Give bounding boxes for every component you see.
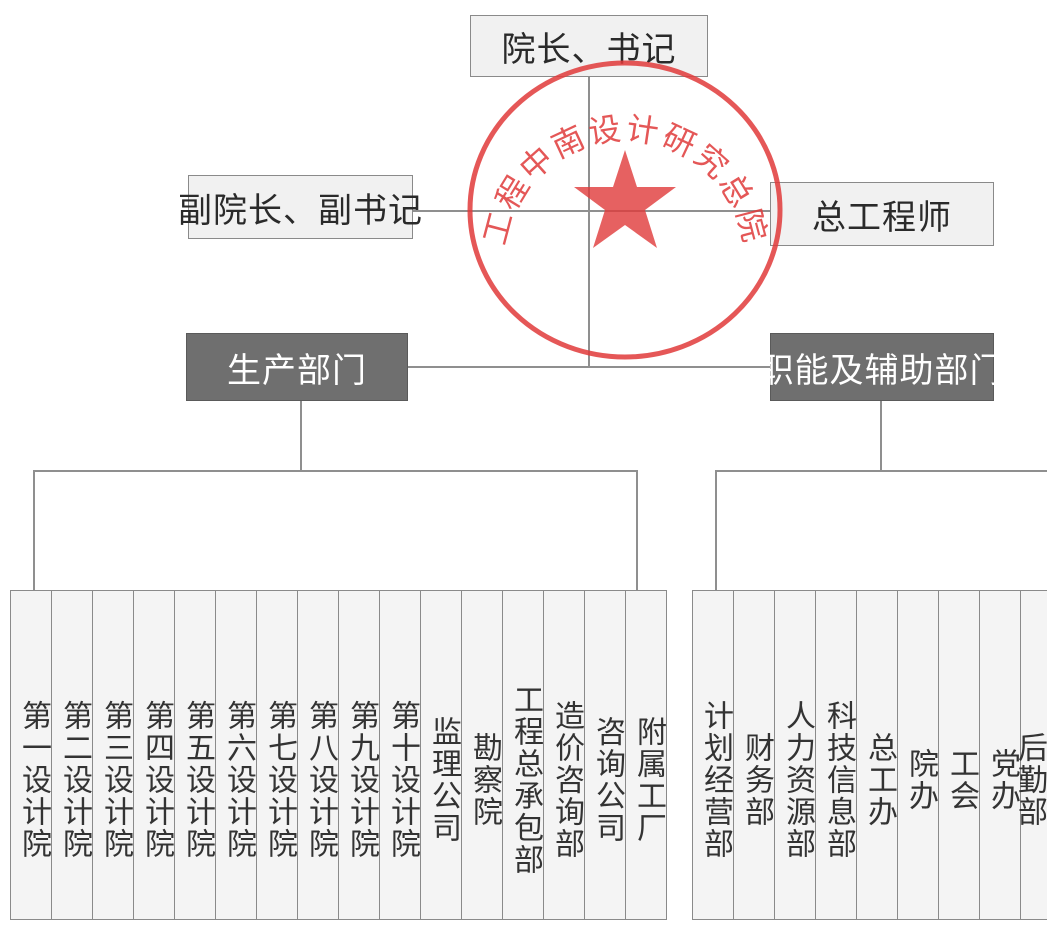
functional-unit: 科技信息部 xyxy=(815,590,857,920)
production-bus-left-line xyxy=(33,470,35,592)
production-unit: 第五设计院 xyxy=(174,590,216,920)
production-bus-line xyxy=(33,470,638,472)
president-box: 院长、书记 xyxy=(470,15,708,77)
svg-text:中国市政工程中南设计研究总院有限公司: 中国市政工程中南设计研究总院有限公司 xyxy=(460,55,775,248)
functional-dept-box: 职能及辅助部门 xyxy=(760,333,1004,401)
functional-bus-line xyxy=(715,470,1047,472)
functional-unit: 工会 xyxy=(938,590,980,920)
production-unit: 工程总承包部 xyxy=(502,590,544,920)
production-unit: 第四设计院 xyxy=(133,590,175,920)
production-unit: 第一设计院 xyxy=(10,590,52,920)
vice-connector-line xyxy=(413,210,770,212)
chief-engineer-label: 总工程师 xyxy=(812,197,952,238)
vice-president-label: 副院长、副书记 xyxy=(178,190,423,231)
trunk-line xyxy=(588,77,590,367)
production-dept-label: 生产部门 xyxy=(227,350,367,391)
functional-unit: 财务部 xyxy=(733,590,775,920)
production-unit: 监理公司 xyxy=(420,590,462,920)
functional-unit: 后勤部 xyxy=(1012,590,1047,920)
production-drop-line xyxy=(300,401,302,471)
functional-bus-left-line xyxy=(715,470,717,592)
production-unit: 附属工厂 xyxy=(625,590,667,920)
production-unit: 第二设计院 xyxy=(51,590,93,920)
groups-connector-line xyxy=(408,366,770,368)
production-unit: 第六设计院 xyxy=(215,590,257,920)
production-unit: 第八设计院 xyxy=(297,590,339,920)
functional-unit: 人力资源部 xyxy=(774,590,816,920)
seal-text: 中国市政工程中南设计研究总院有限公司 xyxy=(460,55,772,248)
production-unit: 第九设计院 xyxy=(338,590,380,920)
functional-unit: 院办 xyxy=(897,590,939,920)
functional-unit: 党办 xyxy=(979,590,1021,920)
production-dept-box: 生产部门 xyxy=(186,333,408,401)
production-unit: 第十设计院 xyxy=(379,590,421,920)
production-unit: 第三设计院 xyxy=(92,590,134,920)
chief-engineer-box: 总工程师 xyxy=(770,182,994,246)
production-unit: 第七设计院 xyxy=(256,590,298,920)
functional-unit: 计划经营部 xyxy=(692,590,734,920)
president-label: 院长、书记 xyxy=(501,29,677,70)
vice-president-box: 副院长、副书记 xyxy=(178,175,422,239)
functional-unit: 总工办 xyxy=(856,590,898,920)
functional-dept-label: 职能及辅助部门 xyxy=(759,350,1005,391)
production-unit: 勘察院 xyxy=(461,590,503,920)
production-bus-right-line xyxy=(636,470,638,592)
functional-drop-line xyxy=(880,401,882,471)
production-unit: 咨询公司 xyxy=(584,590,626,920)
production-unit: 造价咨询部 xyxy=(543,590,585,920)
